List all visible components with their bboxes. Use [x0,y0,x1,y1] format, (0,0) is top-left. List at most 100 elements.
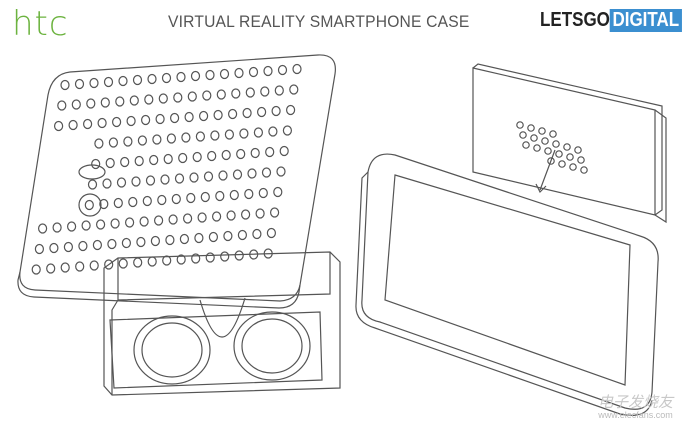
hole [215,190,225,202]
hole [221,149,231,161]
hole [171,193,181,205]
hole [237,229,247,241]
hole [95,219,106,230]
hole [252,228,262,240]
dot [577,156,585,164]
hole [279,145,289,157]
hole [257,106,267,118]
hole [242,107,252,119]
logo-part-letsgo: LETSGO [540,9,610,31]
hole [157,194,167,206]
hole [277,64,288,76]
hole [107,238,117,250]
hole [108,137,119,148]
hole [147,73,157,85]
hole [260,86,270,97]
hole [57,100,67,111]
hole [145,175,156,186]
hole [137,135,147,146]
hole [81,220,91,231]
hole [223,230,233,242]
hole [131,176,141,187]
hole [142,195,152,207]
dot [549,130,557,138]
hole [282,125,292,136]
hole [192,151,202,163]
hole [289,84,299,95]
hole [150,235,160,247]
hole [34,243,45,255]
hole [219,68,230,80]
dot [522,141,530,149]
case-panel [472,63,667,224]
phone-screen [384,174,631,386]
hole [123,136,133,147]
hole [210,130,220,141]
hole [253,127,263,138]
page-title: VIRTUAL REALITY SMARTPHONE CASE [168,12,470,31]
hole [202,90,212,101]
hole [60,262,70,273]
hole [271,105,281,117]
hole [195,131,205,142]
logo-part-digital: DIGITAL [609,9,682,32]
hole [97,117,107,129]
hole [86,98,96,109]
hole [189,172,199,183]
hole [286,104,296,116]
hole [212,211,222,222]
hole [141,114,151,126]
hole [241,209,251,220]
phone-in-case [355,153,659,416]
hole [179,233,189,245]
hole [94,138,104,149]
hole [132,74,143,86]
hole [91,158,101,170]
hole [187,91,197,102]
dot [563,143,571,151]
dot [516,121,524,129]
hole [152,134,162,145]
hole [168,214,178,225]
hole [166,133,176,144]
hole [248,66,259,78]
hole [263,65,273,77]
hole [104,259,114,270]
arrow [539,149,556,191]
hole [37,223,48,234]
watermark-url: www.elecfans.com [598,410,673,420]
hole [110,218,120,229]
hole [174,173,185,184]
hole [276,166,286,177]
dot [547,157,555,165]
dot [533,144,541,152]
hole [134,155,144,167]
hole [183,213,193,224]
hole [78,240,88,252]
dot [580,166,588,174]
hole [149,154,159,166]
hole [199,110,209,122]
hole [176,71,186,83]
hole [66,221,77,232]
hole [170,112,180,124]
left-lens [133,315,211,385]
hole [31,264,41,275]
hole [261,167,272,178]
hole [136,236,146,248]
hole [274,85,284,96]
hole [60,79,70,91]
hole [144,94,154,105]
dot [527,124,535,132]
hole [218,170,228,181]
hole [273,186,283,198]
hole [244,188,254,200]
hole [194,232,204,244]
hole [234,67,244,79]
hole [205,252,215,263]
hole [68,119,78,131]
hole [165,234,175,246]
hole [258,187,268,199]
hole [154,215,164,226]
hole [292,63,302,75]
